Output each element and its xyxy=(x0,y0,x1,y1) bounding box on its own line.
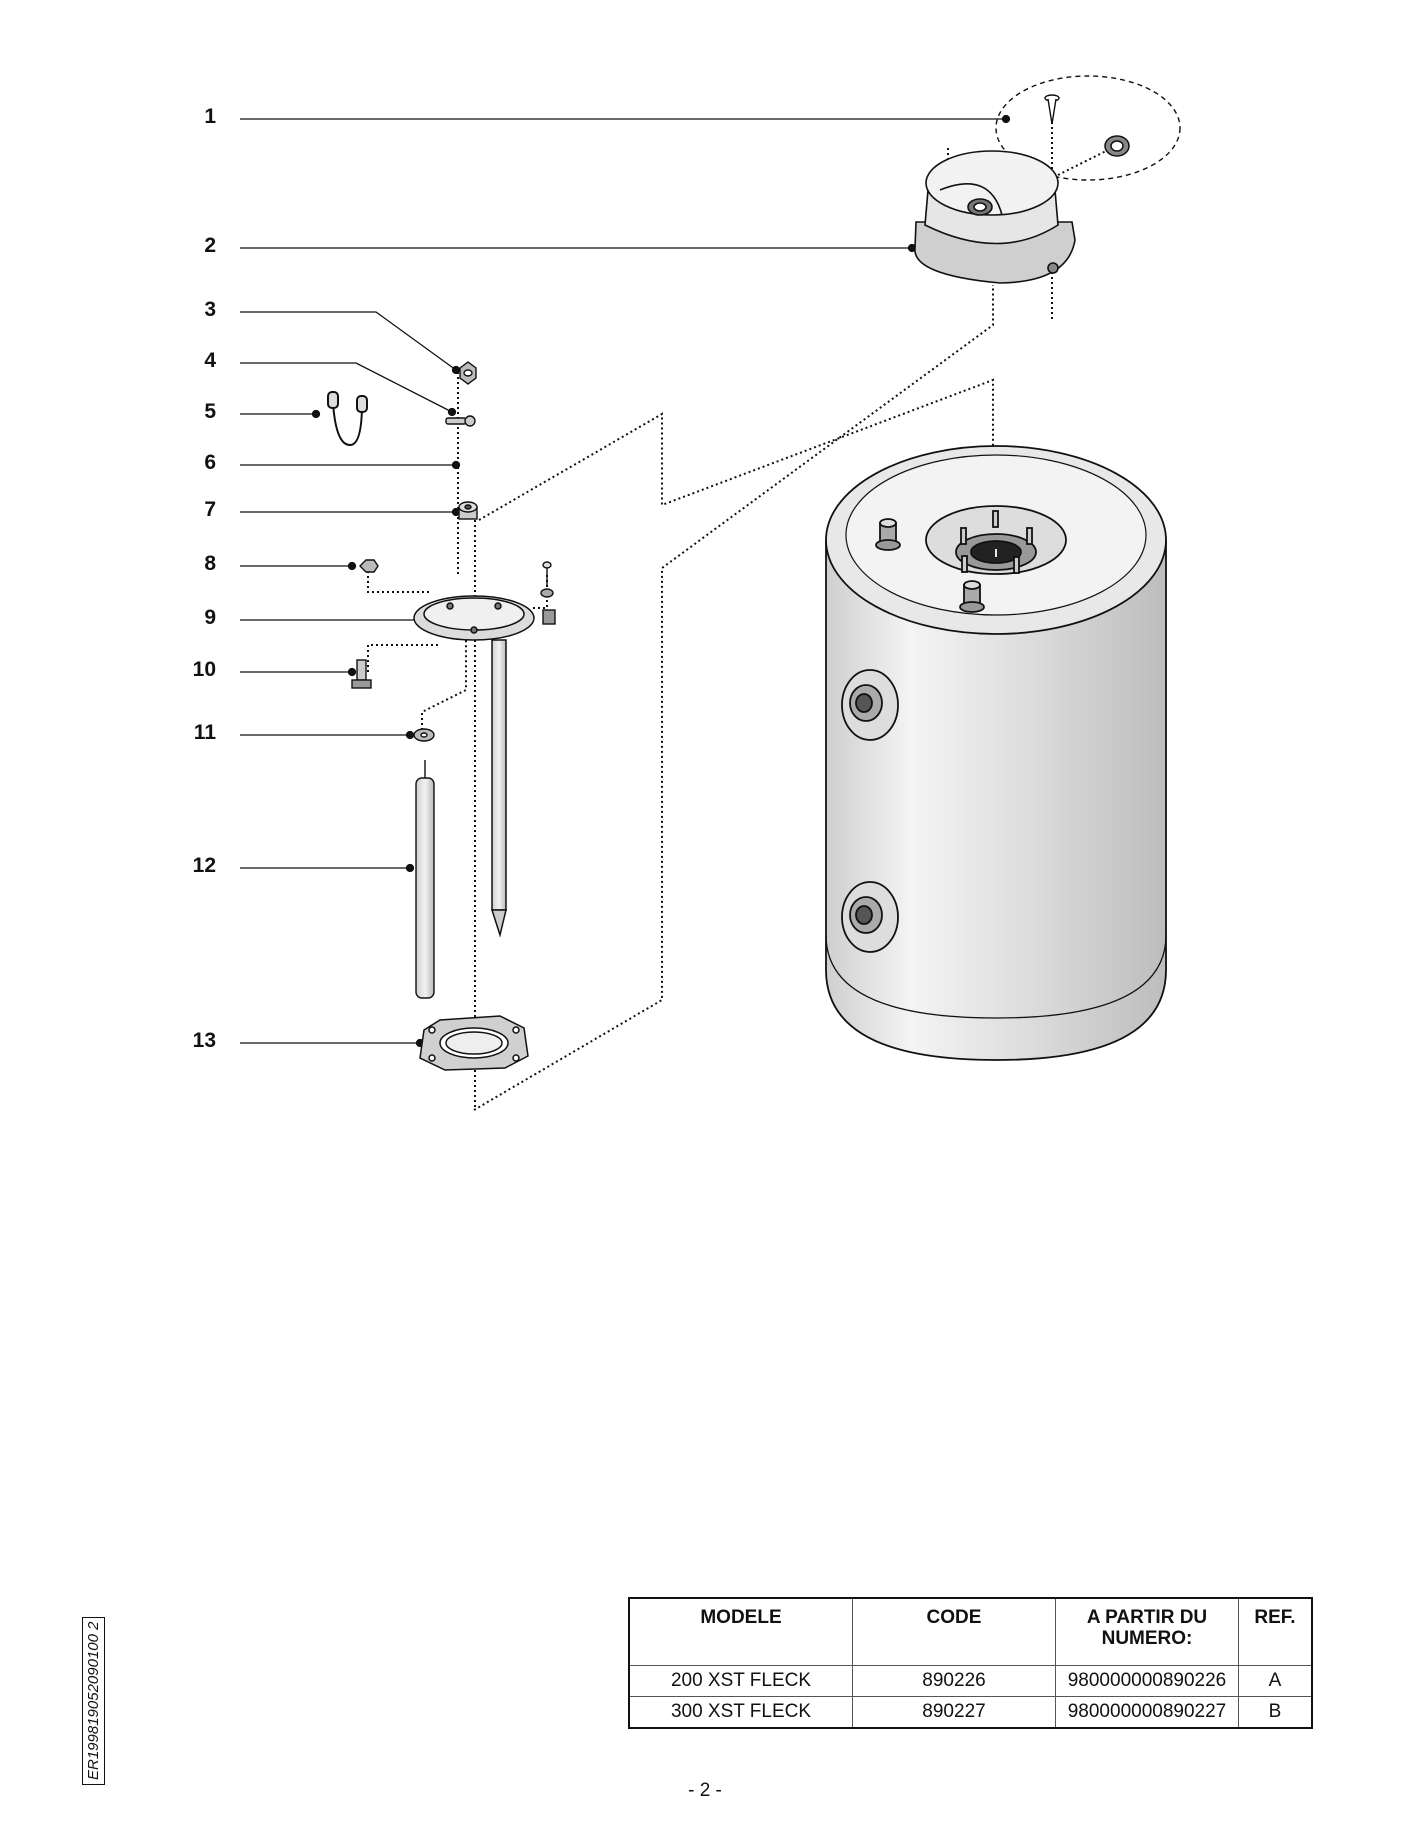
callout-3: 3 xyxy=(204,298,216,321)
cell-modele: 200 XST FLECK xyxy=(628,1665,853,1697)
callout-13: 13 xyxy=(192,1029,216,1052)
header-modele: MODELE xyxy=(628,1597,853,1666)
screw-icon xyxy=(1044,94,1060,125)
callout-7: 7 xyxy=(204,498,216,521)
anode-12 xyxy=(415,760,435,999)
spacer-7 xyxy=(458,501,478,520)
heating-element-9 xyxy=(413,595,535,938)
wire-bridge-5 xyxy=(327,391,368,447)
top-cover xyxy=(914,150,1076,284)
cell-ref: B xyxy=(1238,1696,1313,1729)
cell-modele: 300 XST FLECK xyxy=(628,1696,853,1729)
model-table: MODELE CODE A PARTIR DU NUMERO: REF. 200… xyxy=(628,1597,1313,1729)
top-fitting-front xyxy=(959,580,985,613)
callout-12: 12 xyxy=(192,854,216,877)
nut-8 xyxy=(359,559,379,573)
thermostat-clip xyxy=(540,561,556,625)
callout-9: 9 xyxy=(204,606,216,629)
cell-numero: 980000000890227 xyxy=(1055,1696,1239,1729)
top-fitting-left xyxy=(875,518,901,551)
cell-code: 890227 xyxy=(852,1696,1056,1729)
gasket-13 xyxy=(419,1015,529,1071)
callout-5: 5 xyxy=(204,400,216,423)
water-heater-tank xyxy=(825,445,1167,1061)
cell-ref: A xyxy=(1238,1665,1313,1697)
bolt-10 xyxy=(351,659,372,689)
terminal-4 xyxy=(445,415,476,427)
detail-circle xyxy=(995,75,1181,181)
document-reference: ER199819052090100 2 xyxy=(82,1616,105,1785)
page-number: - 2 - xyxy=(688,1780,722,1801)
header-ref: REF. xyxy=(1238,1597,1313,1666)
cell-numero: 980000000890226 xyxy=(1055,1665,1239,1697)
table-row: 300 XST FLECK 890227 980000000890227 B xyxy=(628,1696,1313,1729)
leader-lines xyxy=(240,114,1011,1048)
callout-4: 4 xyxy=(204,349,216,372)
grommet-icon xyxy=(1104,135,1130,157)
cell-code: 890226 xyxy=(852,1665,1056,1697)
callout-8: 8 xyxy=(204,552,216,575)
callout-10: 10 xyxy=(192,658,216,681)
callout-6: 6 xyxy=(204,451,216,474)
side-port-upper xyxy=(841,669,899,741)
header-code: CODE xyxy=(852,1597,1056,1666)
callout-1: 1 xyxy=(204,105,216,128)
callout-11: 11 xyxy=(193,721,216,744)
nut-3 xyxy=(459,361,477,385)
side-port-lower xyxy=(841,881,899,953)
exploded-parts-diagram xyxy=(240,75,1181,1111)
callout-2: 2 xyxy=(204,234,216,257)
washer-11 xyxy=(413,728,435,742)
table-header-row: MODELE CODE A PARTIR DU NUMERO: REF. xyxy=(628,1597,1313,1666)
table-row: 200 XST FLECK 890226 980000000890226 A xyxy=(628,1665,1313,1697)
header-numero: A PARTIR DU NUMERO: xyxy=(1055,1597,1239,1666)
